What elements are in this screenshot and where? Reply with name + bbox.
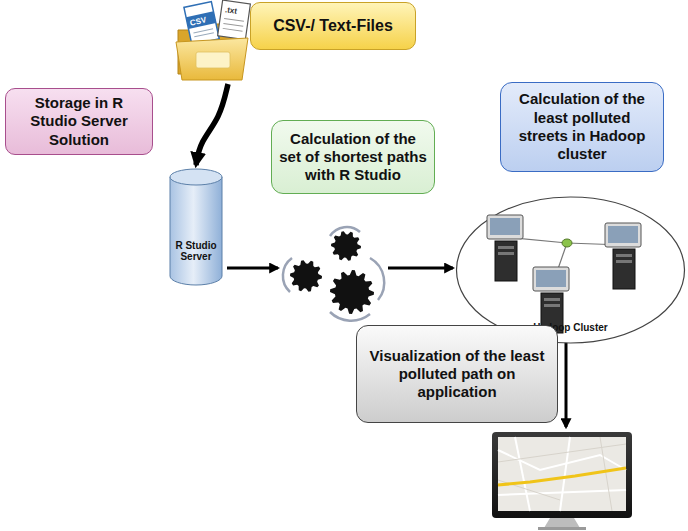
- node-text: Calculation of the least polluted street…: [507, 90, 657, 163]
- folder-icon: [176, 0, 250, 80]
- gear: [331, 231, 361, 261]
- node-text: Calculation of the set of shortest paths…: [278, 130, 428, 185]
- flow-arrow: [227, 267, 278, 270]
- motion-arc: [330, 227, 360, 236]
- motion-arc: [370, 258, 384, 300]
- database-cylinder: R Studio Server: [169, 168, 223, 286]
- file-type-label: .txt: [225, 6, 238, 16]
- node-text: Storage in R Studio Server Solution: [12, 94, 146, 149]
- motion-arc: [330, 312, 370, 321]
- flow-arrow: [565, 341, 568, 427]
- motion-arc: [283, 258, 292, 292]
- process-box: Calculation of the set of shortest paths…: [271, 120, 435, 194]
- cluster-ellipse: Hadoop Cluster: [455, 195, 686, 345]
- cylinder-outline: [169, 168, 223, 286]
- file-type-label: CSV: [189, 16, 207, 27]
- server-icon: [605, 223, 641, 289]
- node-text: R Studio Server: [169, 240, 223, 262]
- node-text: CSV-/ Text-Files: [273, 16, 393, 36]
- flow-arrow: [196, 84, 228, 165]
- input-box: CSV-/ Text-Files: [250, 2, 416, 50]
- storage-box: Storage in R Studio Server Solution: [5, 88, 153, 155]
- monitor-icon: [492, 432, 632, 530]
- gears-icon: [283, 227, 384, 321]
- server-icon: [487, 215, 523, 281]
- process-box: Calculation of the least polluted street…: [500, 82, 664, 172]
- gear: [330, 270, 374, 314]
- gear: [290, 260, 322, 292]
- node-text: Visualization of the least polluted path…: [363, 347, 551, 402]
- output-box: Visualization of the least polluted path…: [356, 325, 558, 423]
- flow-arrow: [388, 267, 453, 270]
